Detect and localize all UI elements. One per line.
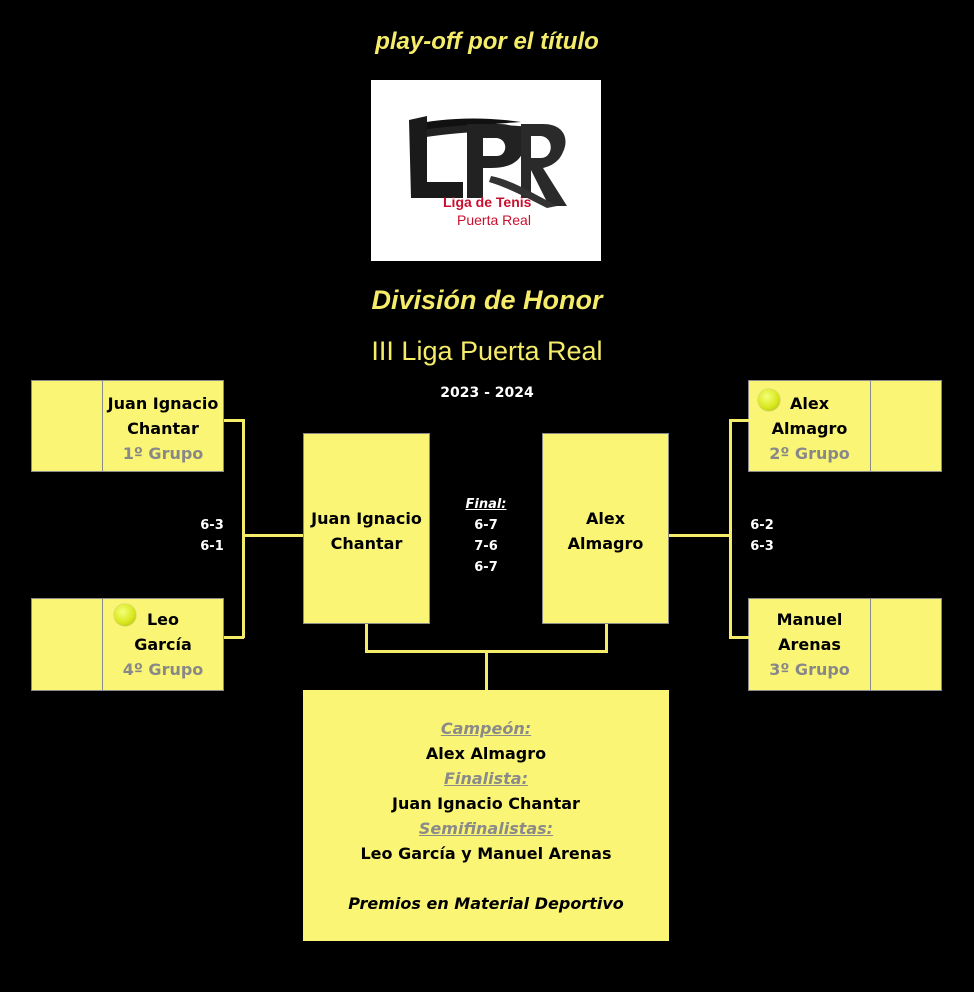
bracket-line [729, 419, 732, 638]
group-label: 3º Grupo [769, 660, 850, 679]
set-score: 6-2 [750, 518, 774, 533]
bracket-line [605, 624, 608, 652]
player-name: Chantar [330, 534, 403, 553]
final-label: Final: [465, 497, 507, 512]
league-title: III Liga Puerta Real [371, 336, 603, 366]
seed-cell-left-bottom [31, 598, 103, 691]
player-left-top: Juan Ignacio Chantar 1º Grupo [102, 380, 224, 472]
semifinalists-label: Semifinalistas: [418, 819, 554, 838]
season-label: 2023 - 2024 [440, 385, 534, 401]
bracket-line [242, 419, 245, 638]
final-score: Final: 6-7 7-6 6-7 [456, 494, 516, 578]
player-right-bottom: Manuel Arenas 3º Grupo [748, 598, 871, 691]
set-score: 6-3 [200, 518, 224, 533]
bracket-line [729, 419, 749, 422]
player-name: Manuel [776, 610, 843, 629]
tennis-ball-icon [758, 389, 780, 411]
set-score: 6-7 [474, 518, 498, 533]
finalist-name: Juan Ignacio Chantar [392, 794, 580, 813]
group-label: 4º Grupo [122, 660, 204, 679]
finalist-left: Juan Ignacio Chantar [303, 433, 430, 624]
player-name: Almagro [567, 534, 644, 553]
player-name: Juan Ignacio [107, 394, 219, 413]
seed-cell-left-top [31, 380, 103, 472]
page-title: play-off por el título [375, 28, 599, 55]
player-name: García [134, 635, 192, 654]
group-label: 2º Grupo [769, 444, 850, 463]
bracket-line [669, 534, 731, 537]
logo-line2: Puerta Real [457, 212, 531, 228]
bracket-line [224, 636, 244, 639]
semi-score-left: 6-3 6-1 [190, 515, 234, 557]
tennis-ball-icon [114, 604, 136, 626]
player-name: Chantar [127, 419, 199, 438]
set-score: 6-3 [750, 539, 774, 554]
player-name: Arenas [778, 635, 841, 654]
bracket-line [729, 636, 749, 639]
lpr-logo-icon: Liga de Tenis Puerta Real [409, 116, 567, 228]
seed-cell-right-bottom [870, 598, 942, 691]
bracket-line [485, 650, 488, 690]
bracket-line [365, 624, 368, 652]
player-name: Leo [146, 610, 180, 629]
bracket-line [242, 534, 304, 537]
set-score: 6-7 [474, 560, 498, 575]
player-name: Almagro [771, 419, 848, 438]
seed-cell-right-top [870, 380, 942, 472]
player-name: Alex [585, 509, 626, 528]
prize-text: Premios en Material Deportivo [348, 894, 624, 913]
semi-score-right: 6-2 6-3 [740, 515, 784, 557]
league-logo: Liga de Tenis Puerta Real [371, 80, 601, 261]
group-label: 1º Grupo [122, 444, 204, 463]
champion-name: Alex Almagro [425, 744, 547, 763]
division-title: División de Honor [371, 285, 603, 315]
bracket-line [224, 419, 244, 422]
champion-label: Campeón: [440, 719, 532, 738]
set-score: 7-6 [474, 539, 498, 554]
player-name: Alex [789, 394, 830, 413]
finalist-right: Alex Almagro [542, 433, 669, 624]
set-score: 6-1 [200, 539, 224, 554]
logo-line1: Liga de Tenis [443, 194, 532, 210]
finalist-label: Finalista: [444, 769, 528, 788]
results-box: Campeón: Alex Almagro Finalista: Juan Ig… [303, 690, 669, 941]
player-name: Juan Ignacio [311, 509, 422, 528]
semifinalists-names: Leo García y Manuel Arenas [360, 844, 612, 863]
